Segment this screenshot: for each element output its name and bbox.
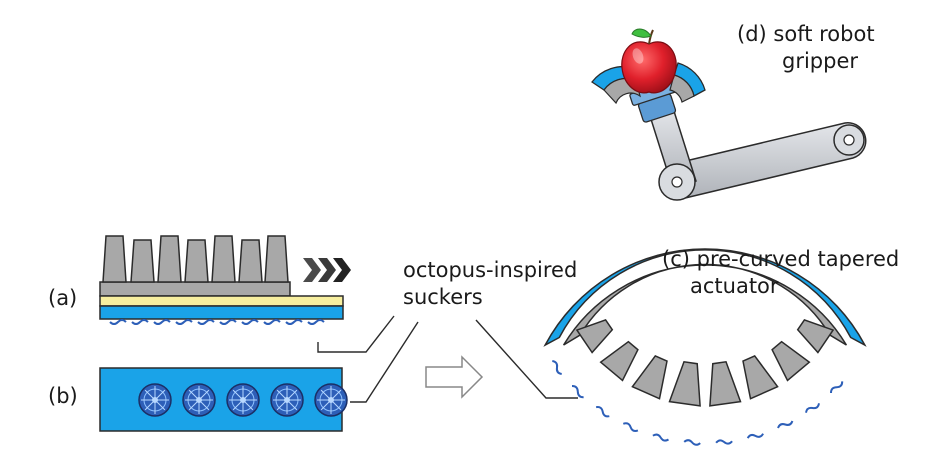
label-d: (d) soft robot bbox=[737, 22, 875, 46]
sucker-profile bbox=[153, 319, 171, 325]
sucker-profile-row bbox=[109, 319, 325, 325]
sucker-circle bbox=[138, 383, 172, 417]
chamber-1 bbox=[102, 235, 127, 283]
sucker-circle bbox=[182, 383, 216, 417]
membrane-layer bbox=[99, 295, 344, 307]
skin-layer bbox=[99, 305, 344, 320]
suckers-label-line1: octopus-inspired bbox=[403, 258, 578, 282]
sucker-circle bbox=[314, 383, 348, 417]
curved-chamber-4 bbox=[668, 360, 701, 407]
actuator-chambers bbox=[102, 235, 289, 283]
label-b: (b) bbox=[48, 384, 78, 408]
sucker-profile bbox=[285, 319, 303, 325]
chamber-2 bbox=[130, 239, 155, 283]
curved-sucker-profile bbox=[777, 420, 794, 429]
label-c: (c) pre-curved tapered bbox=[662, 247, 899, 271]
sucker-profile bbox=[197, 319, 215, 325]
curved-chamber-2 bbox=[599, 340, 639, 382]
sucker-profile bbox=[241, 319, 259, 325]
apple-icon bbox=[621, 28, 677, 94]
curved-sucker-profile bbox=[622, 422, 639, 432]
curved-base-layer bbox=[562, 263, 848, 346]
chamber-7 bbox=[264, 235, 289, 283]
label-c-prefix: (c) bbox=[662, 247, 690, 271]
label-a: (a) bbox=[48, 286, 78, 310]
skin-strip bbox=[99, 367, 343, 432]
gripper-finger-right bbox=[669, 62, 706, 103]
hollow-arrow-right-icon bbox=[425, 355, 484, 399]
sucker-profile bbox=[175, 319, 193, 325]
sucker-profile bbox=[307, 319, 325, 325]
chamber-5 bbox=[211, 235, 236, 283]
actuator-bottom-view bbox=[99, 367, 348, 432]
curved-chamber-5 bbox=[709, 360, 742, 407]
sucker-circle bbox=[270, 383, 304, 417]
actuator-base bbox=[99, 281, 291, 297]
curved-chambers bbox=[575, 318, 835, 407]
curved-sucker-profile bbox=[683, 439, 701, 446]
leader-lines bbox=[317, 315, 578, 403]
sucker-circle-row bbox=[138, 383, 348, 417]
curved-chamber-8 bbox=[796, 318, 835, 354]
label-d-line2: gripper bbox=[782, 49, 859, 73]
flat-actuator-side-view bbox=[99, 235, 344, 325]
sucker-profile bbox=[131, 319, 149, 325]
arm-link-upper bbox=[649, 107, 697, 201]
sucker-profile bbox=[109, 319, 127, 325]
curved-sucker-profile bbox=[805, 403, 820, 413]
suckers-label-line2: suckers bbox=[403, 285, 483, 309]
curved-chamber-3 bbox=[631, 354, 668, 400]
triple-chevron-right-icon bbox=[303, 258, 351, 282]
curved-skin-layer bbox=[543, 248, 867, 347]
sucker-profile bbox=[219, 319, 237, 325]
curved-sucker-profile bbox=[652, 433, 670, 442]
curved-chamber-1 bbox=[575, 318, 614, 354]
chamber-6 bbox=[238, 239, 263, 283]
curved-sucker-profile bbox=[715, 439, 733, 445]
sucker-circle bbox=[226, 383, 260, 417]
curved-chamber-7 bbox=[771, 340, 811, 382]
curved-sucker-profile bbox=[571, 384, 584, 399]
curved-chamber-6 bbox=[742, 354, 779, 400]
curved-sucker-profiles bbox=[552, 360, 844, 446]
curved-sucker-profile bbox=[829, 381, 844, 394]
curved-sucker-profile bbox=[552, 360, 562, 375]
label-c-line1: pre-curved tapered bbox=[696, 247, 900, 271]
sucker-profile bbox=[263, 319, 281, 325]
curved-sucker-profile bbox=[595, 406, 610, 418]
chamber-4 bbox=[184, 239, 209, 283]
robot-arm bbox=[591, 28, 867, 201]
curved-sucker-profile bbox=[746, 433, 764, 439]
pre-curved-actuator bbox=[543, 248, 867, 446]
chamber-3 bbox=[157, 235, 182, 283]
label-d-prefix: (d) bbox=[737, 22, 767, 46]
label-c-line2: actuator bbox=[690, 274, 779, 298]
label-d-line1: soft robot bbox=[773, 22, 875, 46]
